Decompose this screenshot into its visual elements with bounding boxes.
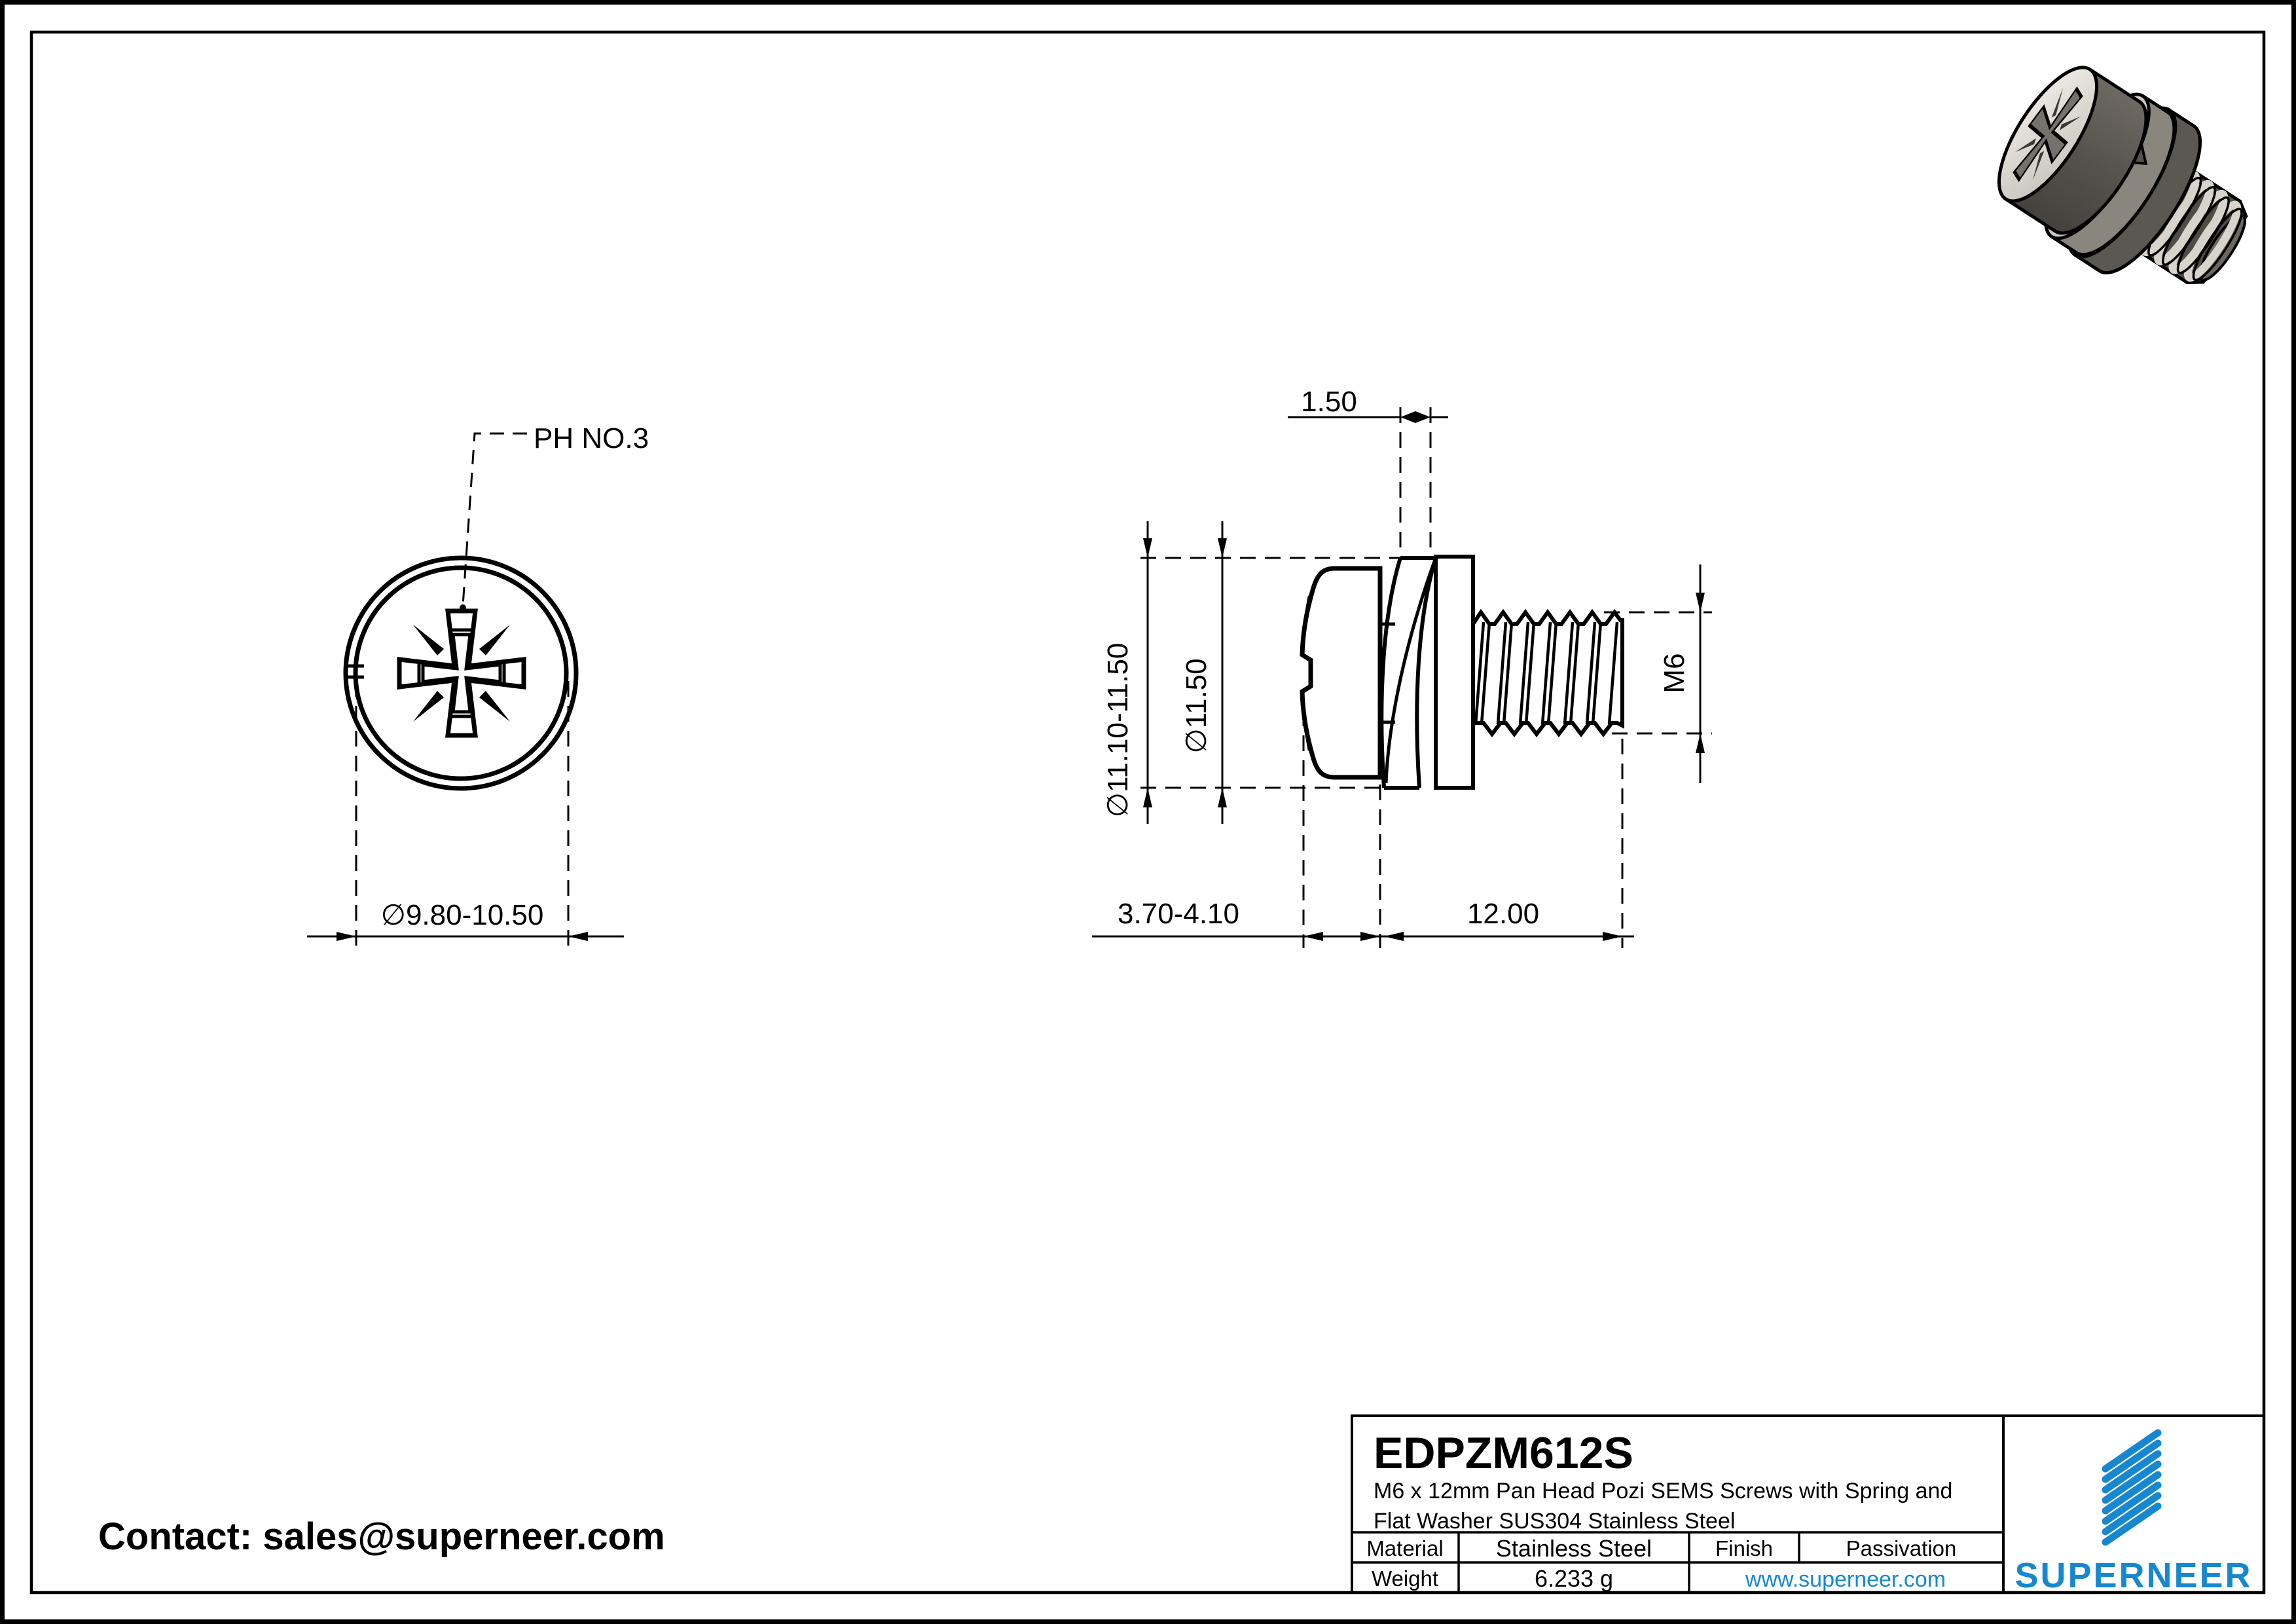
material-label: Material	[1366, 1536, 1443, 1560]
drive-label: PH NO.3	[534, 422, 649, 454]
washer-outer-circle	[343, 555, 579, 791]
thread-profile	[1471, 608, 1624, 737]
recess-arc	[1301, 595, 1311, 652]
part-description-line1: M6 x 12mm Pan Head Pozi SEMS Screws with…	[1374, 1479, 1952, 1504]
pozi-recess	[397, 608, 526, 738]
part-number: EDPZM612S	[1374, 1428, 1633, 1478]
thread-length-label: 12.00	[1467, 898, 1539, 930]
diameter-dimension-lines	[1143, 521, 1705, 824]
washer-thickness-dimension	[1288, 411, 1448, 423]
contact-line: Contact: sales@superneer.com	[98, 1515, 665, 1558]
washer-thickness-label: 1.50	[1301, 386, 1357, 418]
side-view	[1092, 407, 1712, 948]
brand-name: SUPERNEER	[2014, 1556, 2252, 1595]
pan-head-profile	[1300, 566, 1383, 780]
thread-flanks	[1474, 621, 1619, 725]
spring-washer-od-label: ∅11.10-11.50	[1102, 643, 1134, 818]
head-circle	[353, 565, 569, 781]
part-description-line2: Flat Washer SUS304 Stainless Steel	[1374, 1509, 1735, 1534]
screw-3d-render	[1997, 65, 2248, 285]
weight-value: 6.233 g	[1535, 1565, 1613, 1592]
head-diameter-label: ∅9.80-10.50	[381, 899, 544, 931]
extension-lines	[1140, 407, 1712, 948]
title-block	[1351, 1414, 2265, 1594]
flat-washer-od-label: ∅11.50	[1180, 658, 1212, 753]
inner-frame	[29, 30, 2266, 1595]
head-height-label: 3.70-4.10	[1118, 898, 1239, 930]
length-dimension	[1092, 932, 1634, 941]
finish-value: Passivation	[1846, 1536, 1957, 1560]
recess-arc	[1301, 695, 1311, 751]
top-view	[307, 432, 624, 948]
weight-label: Weight	[1372, 1566, 1438, 1591]
drive-leader	[460, 432, 527, 611]
head-diameter-dimension	[307, 681, 624, 948]
pozi-star-spikes	[413, 625, 510, 722]
thread-size-label: M6	[1658, 653, 1690, 693]
spring-washer	[1379, 556, 1438, 790]
material-value: Stainless Steel	[1496, 1535, 1652, 1562]
website-link[interactable]: www.superneer.com	[1745, 1567, 1946, 1592]
brand-logo	[2102, 1429, 2162, 1546]
finish-label: Finish	[1715, 1536, 1773, 1560]
